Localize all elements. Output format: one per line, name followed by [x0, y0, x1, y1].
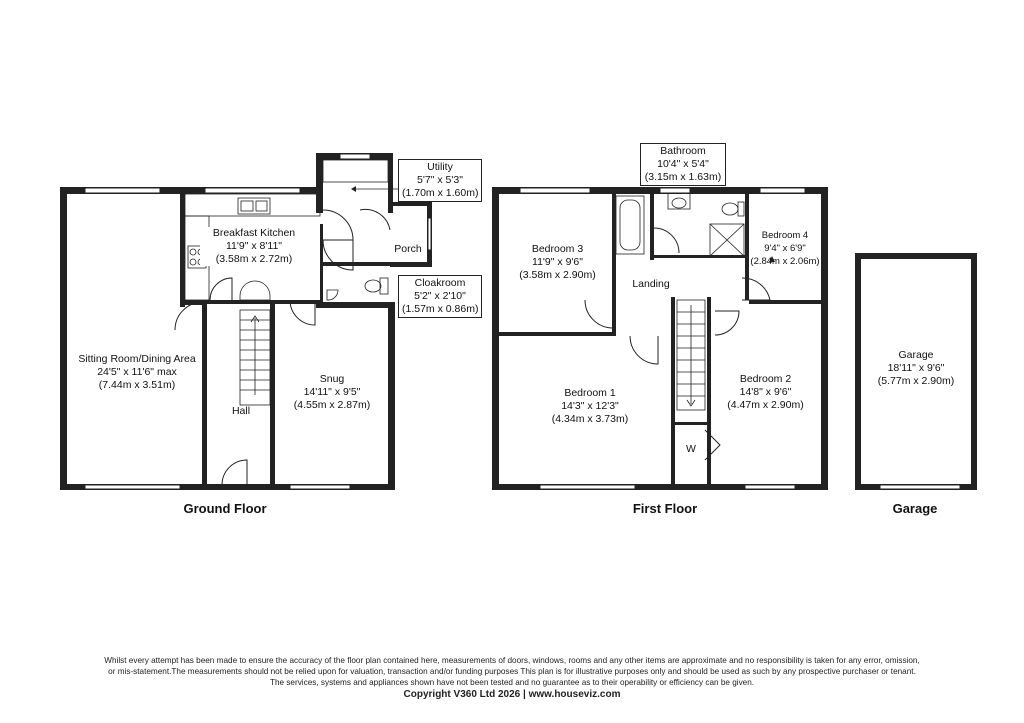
room-bedroom-4: Bedroom 4 9'4" x 6'9" (2.84m x 2.06m) [749, 229, 821, 268]
room-sitting-dining: Sitting Room/Dining Area 24'5" x 11'6" m… [72, 353, 202, 392]
room-bedroom-1: Bedroom 1 14'3" x 12'3" (4.34m x 3.73m) [535, 387, 645, 426]
windows [84, 153, 961, 490]
room-name: Bedroom 1 [564, 387, 616, 399]
room-metric: (4.47m x 2.90m) [727, 399, 804, 411]
disclaimer: Whilst every attempt has been made to en… [0, 655, 1024, 700]
room-name: Utility [427, 161, 453, 173]
room-garage: Garage 18'11" x 9'6" (5.77m x 2.90m) [868, 349, 964, 388]
room-porch: Porch [388, 243, 428, 256]
room-imperial: 9'4" x 6'9" [764, 243, 806, 254]
room-metric: (1.57m x 0.86m) [402, 303, 479, 315]
stairs-first [676, 299, 706, 411]
room-imperial: 14'3" x 12'3" [561, 400, 619, 412]
room-imperial: 14'8" x 9'6" [739, 386, 792, 398]
room-metric: (7.44m x 3.51m) [98, 379, 176, 391]
room-name: Bedroom 4 [761, 230, 809, 241]
ground-floor-title: Ground Floor [183, 501, 267, 516]
room-kitchen: Breakfast Kitchen 11'9" x 8'11" (3.58m x… [200, 227, 308, 266]
room-cloakroom: Cloakroom 5'2" x 2'10" (1.57m x 0.86m) [398, 275, 482, 318]
room-metric: (4.34m x 3.73m) [551, 413, 629, 425]
room-name: Snug [319, 373, 345, 385]
room-imperial: 24'5" x 11'6" max [97, 366, 177, 378]
room-name: Bedroom 3 [531, 243, 584, 255]
disclaimer-line-3: The services, systems and appliances sho… [269, 678, 755, 687]
room-metric: (3.58m x 2.90m) [519, 269, 596, 281]
stairs-ground [239, 280, 271, 406]
room-imperial: 11'9" x 8'11" [225, 240, 283, 252]
room-imperial: 14'11" x 9'5" [303, 386, 361, 398]
room-name: Porch [394, 243, 422, 255]
room-imperial: 5'7" x 5'3" [417, 174, 463, 186]
room-imperial: 11'9" x 9'6" [532, 256, 583, 268]
room-name: Garage [898, 349, 934, 361]
disclaimer-line-1: Whilst every attempt has been made to en… [104, 656, 920, 665]
room-name: Breakfast Kitchen [212, 227, 296, 239]
room-metric: (3.58m x 2.72m) [215, 253, 293, 265]
room-metric: (1.70m x 1.60m) [402, 187, 479, 199]
room-imperial: 18'11" x 9'6" [887, 362, 945, 374]
copyright: Copyright V360 Ltd 2026 | www.houseviz.c… [403, 689, 621, 700]
walls [60, 153, 977, 490]
room-utility: Utility 5'7" x 5'3" (1.70m x 1.60m) [398, 159, 482, 202]
room-bathroom: Bathroom 10'4" x 5'4" (3.15m x 1.63m) [640, 143, 726, 186]
room-imperial: 10'4" x 5'4" [657, 158, 709, 170]
room-metric: (4.55m x 2.87m) [293, 399, 371, 411]
room-snug: Snug 14'11" x 9'5" (4.55m x 2.87m) [282, 373, 382, 412]
first-floor-title: First Floor [632, 501, 698, 516]
room-bedroom-3: Bedroom 3 11'9" x 9'6" (3.58m x 2.90m) [510, 243, 605, 282]
room-name: Bathroom [660, 145, 706, 157]
garage-title: Garage [892, 501, 938, 516]
room-metric: (3.15m x 1.63m) [644, 171, 722, 183]
room-name: W [686, 443, 696, 455]
room-bedroom-2: Bedroom 2 14'8" x 9'6" (4.47m x 2.90m) [718, 373, 813, 412]
room-name: Sitting Room/Dining Area [78, 353, 196, 365]
room-landing: Landing [626, 278, 676, 291]
room-name: Landing [632, 278, 670, 290]
room-imperial: 5'2" x 2'10" [414, 290, 466, 302]
room-name: Bedroom 2 [739, 373, 792, 385]
disclaimer-line-2: or mis-statement.The measurements should… [108, 667, 916, 676]
room-metric: (5.77m x 2.90m) [877, 375, 955, 387]
room-name: Hall [231, 405, 251, 417]
room-name: Cloakroom [414, 277, 466, 289]
room-metric: (2.84m x 2.06m) [750, 256, 820, 267]
door-swings [174, 208, 771, 486]
room-wardrobe: W [681, 443, 701, 456]
room-hall: Hall [224, 405, 258, 418]
